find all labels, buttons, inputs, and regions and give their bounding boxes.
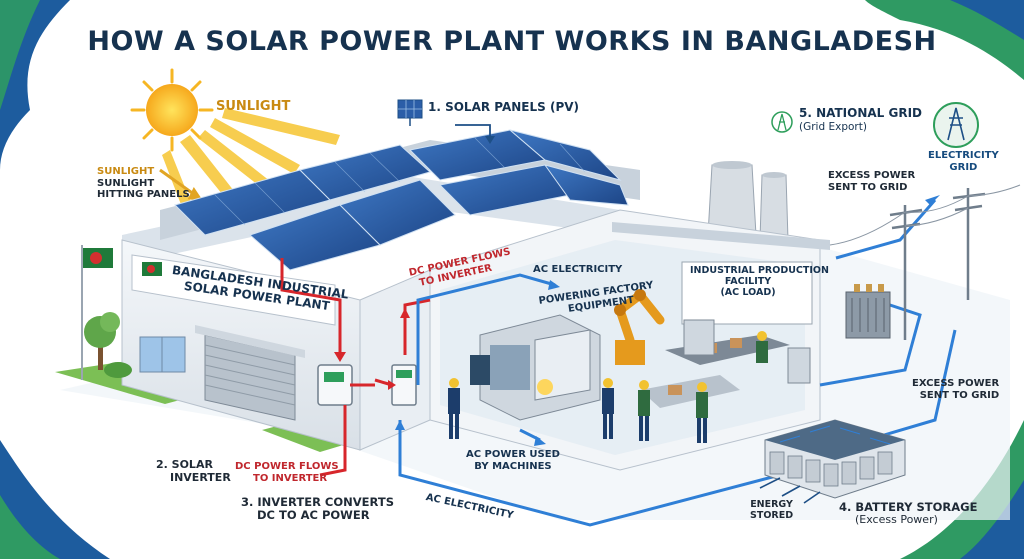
ac-power-used-label: AC POWER USED BY MACHINES [466,449,560,472]
cnc-machine [470,314,601,421]
sunlight-label: SUNLIGHT [216,99,291,114]
excess-top-line1: EXCESS POWER [828,170,916,181]
national-grid-label: 5. NATIONAL GRID (Grid Export) [799,106,923,133]
solar-inverter-line1: 2. SOLAR [156,458,213,471]
dc-flow-bottom-label: DC POWER FLOWS TO INVERTER [235,461,339,484]
sunlight-hitting-line3: HITTING PANELS [97,189,190,200]
power-lines [829,184,1021,246]
sunlight-hitting-line2: SUNLIGHT [97,177,155,189]
solar-panel-array [160,129,640,271]
battery-title: 4. BATTERY STORAGE [839,500,978,514]
corner-blob-bottom-left-green [0,495,60,559]
tower-icon [771,102,979,148]
ac-electricity-top-label: AC ELECTRICITY [533,264,623,275]
solar-inverter-label: 2. SOLAR INVERTER [156,458,231,484]
battery-sub: (Excess Power) [855,513,938,527]
corner-blob-top-right [865,0,1024,80]
factory-building [429,209,830,471]
industrial-line3: (AC LOAD) [720,286,776,298]
sunlight-hitting-line1: SUNLIGHT [97,166,155,177]
national-grid-sub: (Grid Export) [799,120,867,133]
sun-icon [130,68,214,152]
energy-stored-arrows [759,477,821,504]
ac-arrowheads [395,195,940,446]
panel-row-1 [174,129,629,271]
panel-pointer [455,124,491,140]
solar-panel-icon [397,99,423,126]
dc-flow-bottom-line2: TO INVERTER [253,472,328,484]
workers [448,331,768,443]
corner-blob-top-left-green [0,0,40,110]
corner-blob-top-right-blue [950,0,1024,40]
corner-blob-bottom-left [0,440,110,559]
chimney-icon [707,161,789,241]
electricity-grid-label: ELECTRICITY GRID [928,150,999,173]
trees [84,312,132,378]
battery-icon [764,419,906,499]
converts-line2: DC TO AC POWER [257,508,370,523]
dc-arrowheads [334,308,410,390]
page-title: HOW A SOLAR POWER PLANT WORKS IN BANGLAD… [87,26,937,57]
excess-mid-line2: SENT TO GRID [919,389,1000,401]
industrial-line2: FACILITY [724,275,772,287]
robot-arm-icon [614,288,665,365]
sunlight-arrows [159,168,204,201]
transformer-icon [845,284,891,339]
battery-storage-label: 4. BATTERY STORAGE (Excess Power) [839,500,978,527]
energy-stored-line1: ENERGY [750,499,793,510]
excess-power-mid-label: EXCESS POWER SENT TO GRID [912,378,999,401]
corner-blob-bottom-right [900,420,1024,559]
energy-stored-line2: STORED [750,509,794,521]
solar-panels-label: 1. SOLAR PANELS (PV) [428,100,580,114]
excess-mid-line1: EXCESS POWER [912,378,1000,389]
ac-power-used-line1: AC POWER USED [466,449,560,460]
excess-power-top-label: EXCESS POWER SENT TO GRID [828,170,915,193]
flag-icon [81,245,113,380]
national-grid-title: 5. NATIONAL GRID [799,106,923,120]
inverter-converts-label: 3. INVERTER CONVERTS DC TO AC POWER [241,495,394,523]
electricity-grid-line2: GRID [949,161,978,173]
converts-line1: 3. INVERTER CONVERTS [241,495,394,509]
solar-inverter-line2: INVERTER [170,470,231,484]
sunlight-hitting-label: SUNLIGHT SUNLIGHT HITTING PANELS [97,166,190,201]
dc-flow-bottom-line1: DC POWER FLOWS [235,461,339,472]
corner-blob-bottom-right-blue [960,480,1024,559]
energy-stored-label: ENERGY STORED [750,499,794,522]
electricity-grid-line1: ELECTRICITY [928,150,999,161]
excess-top-line2: SENT TO GRID [828,181,908,193]
ac-power-used-line2: BY MACHINES [474,460,552,472]
power-poles [889,188,986,340]
industrial-line1: INDUSTRIAL PRODUCTION [690,265,829,276]
industrial-facility-sign: INDUSTRIAL PRODUCTION FACILITY (AC LOAD) [690,265,829,299]
